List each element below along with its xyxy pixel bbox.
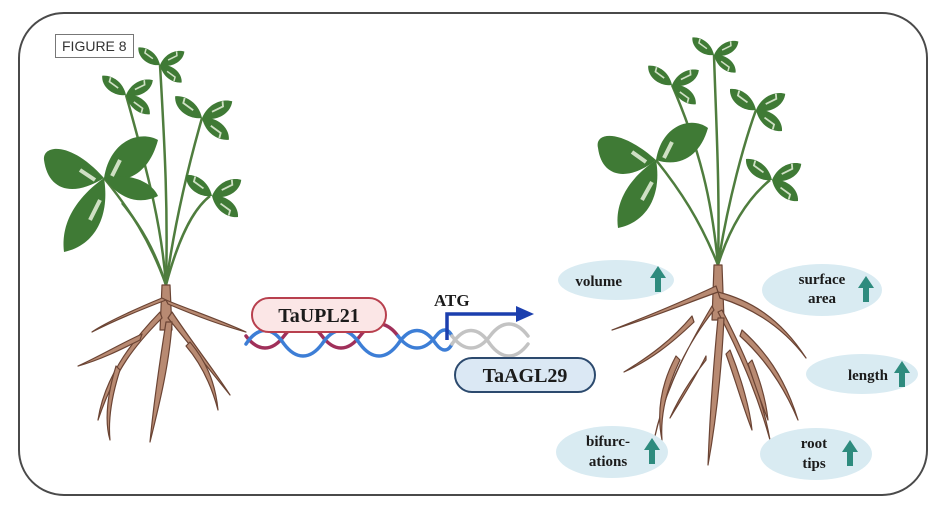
trait-root-tips-line2: tips: [802, 456, 826, 472]
trait-root-tips-line1: root: [801, 436, 827, 452]
left-plant-roots: [77, 284, 247, 443]
trait-surface-area-line1: surface: [799, 272, 846, 288]
start-codon-label: ATG: [434, 291, 470, 310]
left-plant-leaves: [43, 42, 244, 252]
up-arrow-icon: [842, 440, 858, 466]
trait-bifurcations: bifurc- ations: [556, 426, 668, 478]
dna-strand-grey-2: [450, 328, 530, 358]
left-plant-stems: [103, 64, 211, 286]
right-plant-stems: [655, 54, 771, 266]
right-plant-leaves: [597, 32, 804, 228]
transcription-arrow: [445, 306, 534, 340]
dna-strand-blue: [244, 328, 454, 358]
trait-bifurcations-line1: bifurc-: [586, 434, 630, 450]
trait-length: length: [806, 354, 918, 394]
trait-surface-area-line2: area: [808, 291, 837, 307]
trait-volume-label: volume: [575, 274, 622, 290]
up-arrow-icon: [858, 276, 874, 302]
gene-taupl21-label: TaUPL21: [278, 305, 360, 327]
gene-taupl21: TaUPL21: [251, 297, 387, 333]
trait-surface-area: surface area: [762, 264, 882, 316]
figure-label: FIGURE 8: [55, 34, 134, 58]
up-arrow-icon: [894, 361, 910, 387]
trait-length-label: length: [848, 368, 889, 384]
trait-root-tips: root tips: [760, 428, 872, 480]
trait-bifurcations-line2: ations: [589, 454, 628, 470]
right-plant: [597, 32, 807, 466]
trait-volume: volume: [558, 260, 674, 300]
right-plant-roots: [611, 264, 807, 466]
gene-taagl29: TaAGL29: [454, 357, 596, 393]
dna-strand-grey: [450, 322, 530, 350]
left-plant: [43, 42, 247, 443]
gene-taagl29-label: TaAGL29: [483, 365, 568, 387]
up-arrow-icon: [644, 438, 660, 464]
up-arrow-icon: [650, 266, 666, 292]
